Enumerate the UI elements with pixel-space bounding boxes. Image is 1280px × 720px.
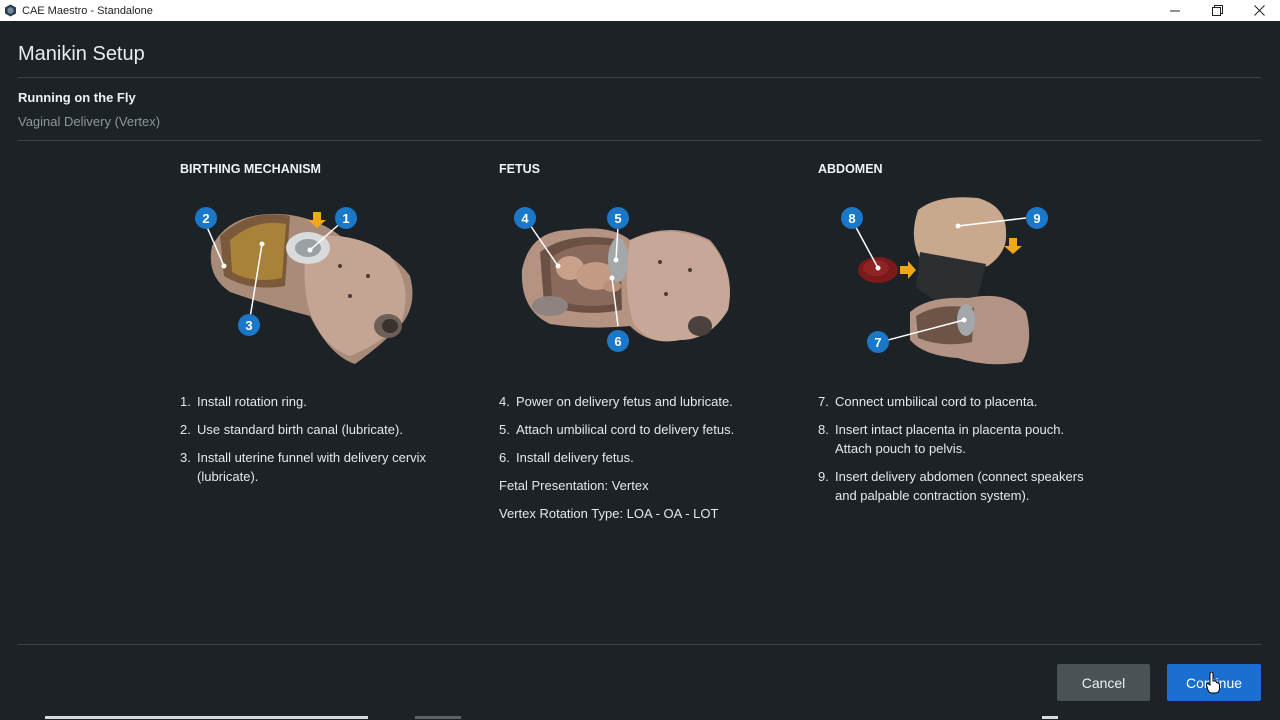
callout-label: 8 xyxy=(848,211,855,226)
callout-label: 1 xyxy=(342,211,349,226)
mode-label: Running on the Fly xyxy=(18,90,136,105)
step-item: 2.Use standard birth canal (lubricate). xyxy=(180,422,403,437)
birthing-mechanism-illustration: 1 2 3 xyxy=(195,207,413,364)
step-item: 4.Power on delivery fetus and lubricate. xyxy=(499,394,733,409)
callout-label: 6 xyxy=(614,334,621,349)
section-title-birthing-mechanism: BIRTHING MECHANISM xyxy=(180,162,321,176)
vertex-rotation-note: Vertex Rotation Type: LOA - OA - LOT xyxy=(499,506,719,521)
step-item: 3.Install uterine funnel with delivery c… xyxy=(180,450,427,484)
restore-icon[interactable] xyxy=(1196,0,1238,21)
taskbar-strip xyxy=(415,716,461,719)
callout-7: 7 xyxy=(867,331,889,353)
callout-9: 9 xyxy=(1026,207,1048,229)
close-icon[interactable] xyxy=(1238,0,1280,21)
callout-1: 1 xyxy=(335,207,357,229)
section-title-abdomen: ABDOMEN xyxy=(818,162,883,176)
scenario-label: Vaginal Delivery (Vertex) xyxy=(18,114,161,129)
cancel-button[interactable]: Cancel xyxy=(1057,664,1150,701)
callout-8: 8 xyxy=(841,207,863,229)
step-item: 5.Attach umbilical cord to delivery fetu… xyxy=(499,422,735,437)
callout-6: 6 xyxy=(607,330,629,352)
page-title: Manikin Setup xyxy=(18,43,145,65)
taskbar-strip xyxy=(45,716,368,719)
hand-cursor-icon xyxy=(1206,672,1220,694)
callout-3: 3 xyxy=(238,314,260,336)
step-item: 6.Install delivery fetus. xyxy=(499,450,634,465)
callout-2: 2 xyxy=(195,207,217,229)
steps-birthing-mechanism: 1.Install rotation ring. 2.Use standard … xyxy=(180,392,470,495)
fetus-illustration: 4 5 6 xyxy=(514,207,730,352)
callout-label: 5 xyxy=(614,211,621,226)
step-item: 9.Insert delivery abdomen (connect speak… xyxy=(818,469,1084,503)
abdomen-illustration: 7 8 9 xyxy=(841,197,1048,365)
divider xyxy=(18,140,1261,141)
app-logo-icon xyxy=(5,4,16,17)
callout-label: 7 xyxy=(874,335,881,350)
window-title: CAE Maestro - Standalone xyxy=(22,4,153,17)
steps-fetus: 4.Power on delivery fetus and lubricate.… xyxy=(499,392,789,532)
minimize-icon[interactable] xyxy=(1154,0,1196,21)
title-bar: CAE Maestro - Standalone xyxy=(0,0,1280,21)
divider xyxy=(18,77,1261,78)
callout-label: 9 xyxy=(1033,211,1040,226)
steps-abdomen: 7.Connect umbilical cord to placenta. 8.… xyxy=(818,392,1093,514)
taskbar-strip xyxy=(1042,716,1058,719)
step-item: 1.Install rotation ring. xyxy=(180,394,307,409)
step-item: 8.Insert intact placenta in placenta pou… xyxy=(818,422,1065,456)
fetal-presentation-note: Fetal Presentation: Vertex xyxy=(499,478,649,493)
callout-label: 3 xyxy=(245,318,252,333)
footer-divider xyxy=(18,644,1261,645)
callout-label: 4 xyxy=(521,211,529,226)
callout-5: 5 xyxy=(607,207,629,229)
step-item: 7.Connect umbilical cord to placenta. xyxy=(818,394,1038,409)
section-title-fetus: FETUS xyxy=(499,162,540,176)
callout-label: 2 xyxy=(202,211,209,226)
callout-4: 4 xyxy=(514,207,536,229)
